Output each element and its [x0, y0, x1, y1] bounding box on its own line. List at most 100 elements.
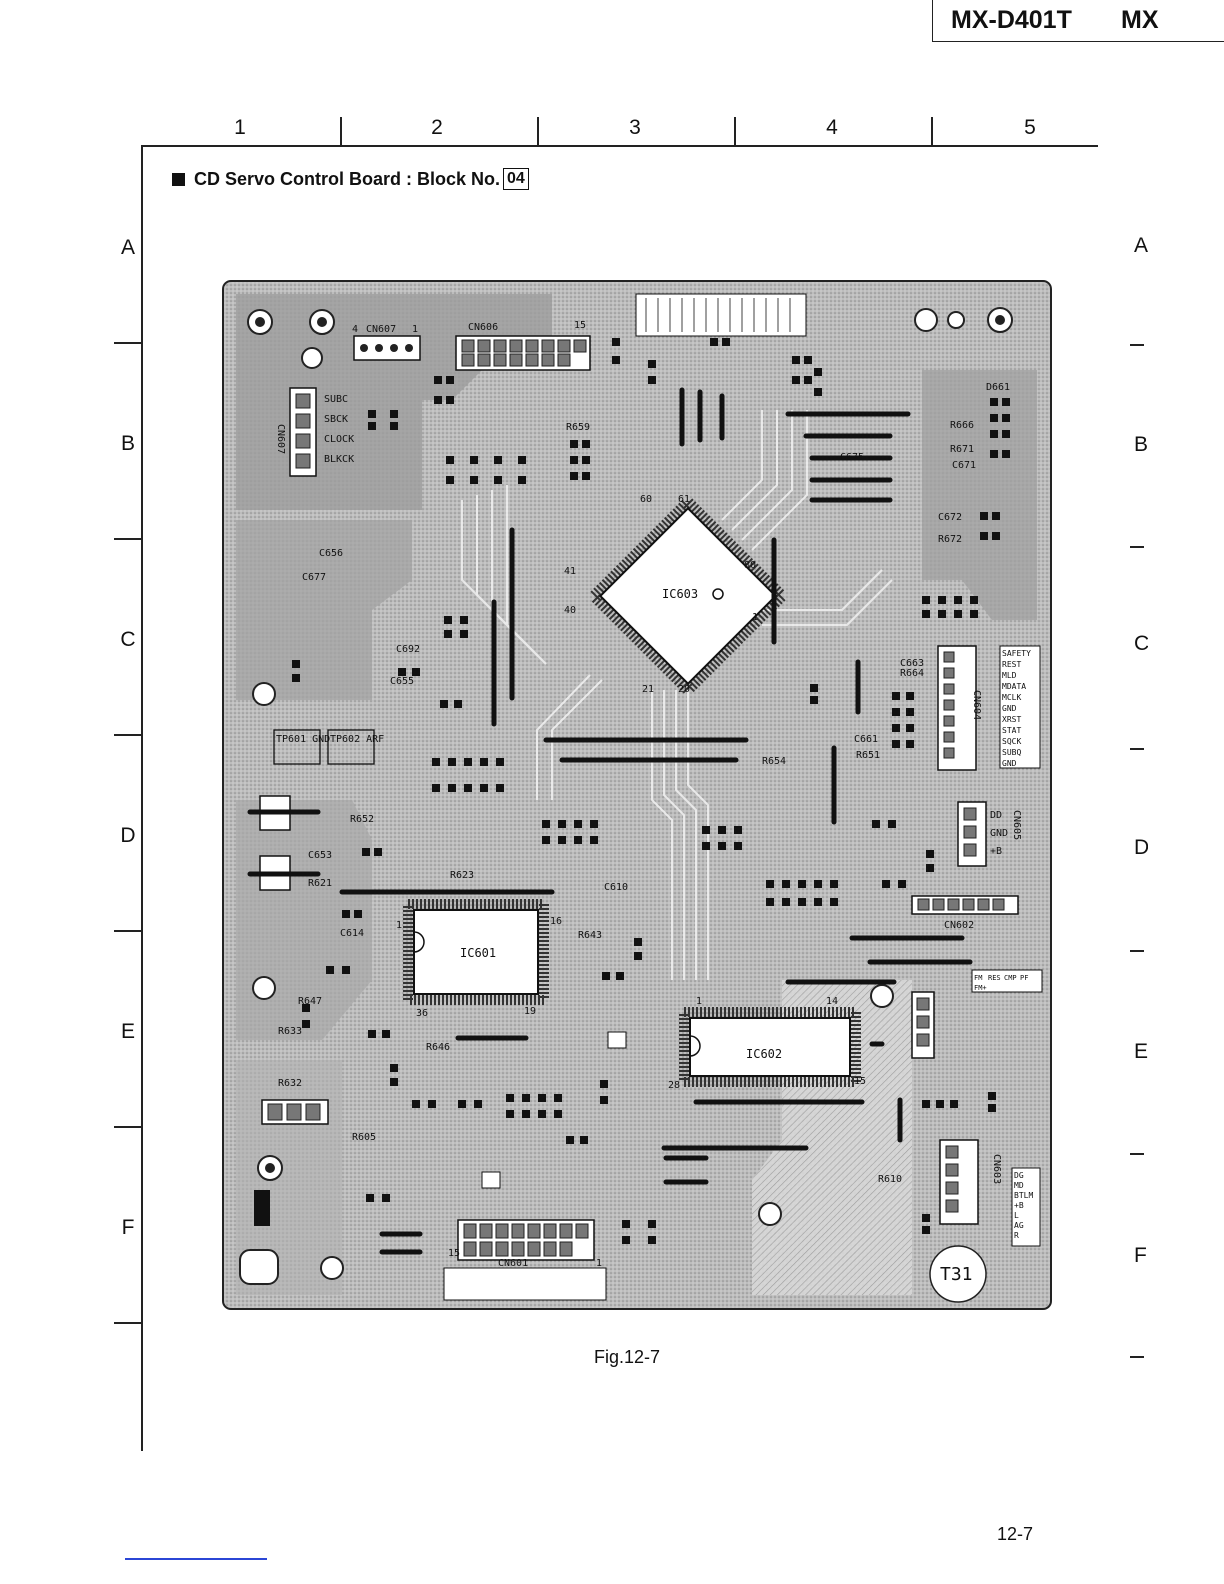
- component-block: [254, 1190, 270, 1226]
- pin-number: 15: [574, 320, 586, 331]
- grid-row-b: B: [120, 432, 135, 455]
- grid-tick: [1130, 344, 1144, 346]
- test-point-label: TP601 GND: [276, 734, 330, 745]
- component-label: R652: [350, 814, 374, 825]
- pin-number: 36: [416, 1008, 428, 1019]
- pin-label: DD: [990, 810, 1002, 821]
- grid-tick: [1130, 950, 1144, 952]
- pin-number: 16: [550, 916, 562, 927]
- pin-label: CMP: [1004, 974, 1017, 982]
- pin-number: 1: [396, 920, 402, 931]
- block-number-box: 04: [503, 168, 529, 190]
- marker-box: [481, 1171, 501, 1189]
- grid-tick: [1130, 1356, 1144, 1358]
- test-point-label: TP602 ARF: [330, 734, 384, 745]
- ic603-package: [586, 494, 790, 698]
- grid-column-4: 4: [826, 116, 838, 139]
- component-label: R633: [278, 1026, 302, 1037]
- component-label: R643: [578, 930, 602, 941]
- board-title-text: CD Servo Control Board : Block No.: [194, 168, 501, 189]
- component-label: R621: [308, 878, 332, 889]
- component-label: C671: [952, 460, 976, 471]
- pin-legend-box: [999, 645, 1041, 769]
- board-title: CD Servo Control Board : Block No. 04: [172, 168, 529, 190]
- component-label: C672: [938, 512, 962, 523]
- pin-label: REST: [1002, 660, 1021, 669]
- component-label: C655: [390, 676, 414, 687]
- pin-number: 14: [826, 996, 838, 1007]
- grid-tick: [114, 734, 142, 736]
- pin-label: SAFETY: [1002, 649, 1031, 658]
- connector-label: CN604: [971, 690, 982, 720]
- component-label: R664: [900, 668, 924, 679]
- pin-label: BTLM: [1014, 1191, 1033, 1200]
- ic601-package: [403, 899, 549, 1005]
- grid-column-1: 1: [234, 116, 246, 139]
- bullet-square-icon: [172, 172, 185, 186]
- mounting-holes: [247, 307, 1013, 1280]
- pin-number: 28: [668, 1080, 680, 1091]
- pin-number: 21: [642, 684, 654, 695]
- pin-label: FM: [974, 974, 982, 982]
- grid-row-d-right: D: [1134, 836, 1148, 859]
- pin-number: 41: [564, 566, 576, 577]
- component-label: R672: [938, 534, 962, 545]
- pin-label: FM+: [974, 984, 987, 992]
- grid-column-2: 2: [431, 116, 443, 139]
- pin-label: R: [1014, 1231, 1019, 1240]
- marker-label: T31: [940, 1264, 973, 1285]
- ic601-label: IC601: [460, 946, 496, 960]
- grid-column-3: 3: [629, 116, 641, 139]
- pin-number: 61: [678, 494, 690, 505]
- pin-label: L: [1014, 1211, 1019, 1220]
- pin-label: SQCK: [1002, 737, 1021, 746]
- pin-label: CLOCK: [324, 434, 354, 445]
- grid-tick: [114, 342, 142, 344]
- pin-label: +B: [990, 846, 1002, 857]
- figure-caption: Fig.12-7: [594, 1347, 661, 1367]
- marker-box: [635, 293, 807, 337]
- component-label: C614: [340, 928, 364, 939]
- pin-number: 1: [596, 1258, 602, 1269]
- component-label: R651: [856, 750, 880, 761]
- component-label: R605: [352, 1132, 376, 1143]
- grid-divider: [931, 117, 933, 145]
- pin-number: 15: [448, 1248, 460, 1259]
- component-label: C661: [854, 734, 878, 745]
- pin-label: MD: [1014, 1181, 1024, 1190]
- pin-number: 1: [412, 324, 418, 335]
- ic602-package: [679, 1007, 861, 1087]
- component-label: C663: [900, 658, 924, 669]
- grid-tick: [1130, 546, 1144, 548]
- pin-label: DG: [1014, 1171, 1024, 1180]
- pin-label: RES: [988, 974, 1001, 982]
- pin-number: 19: [524, 1006, 536, 1017]
- pin-label: GND: [990, 828, 1008, 839]
- model-header: MX-D401T MX: [932, 0, 1224, 42]
- component-label: R666: [950, 420, 974, 431]
- grid-divider: [734, 117, 736, 145]
- connector-label: CN607: [275, 424, 286, 454]
- grid-row-c-right: C: [1134, 632, 1148, 655]
- pin-label: +B: [1014, 1201, 1024, 1210]
- pin-label: GND: [1002, 704, 1017, 713]
- tp602-box: [327, 729, 375, 765]
- component-label: C656: [319, 548, 343, 559]
- pin-number: 1: [752, 612, 758, 623]
- connector-label: CN603: [991, 1154, 1002, 1184]
- pin-number: 20: [678, 684, 690, 695]
- pin-label: MDATA: [1002, 682, 1026, 691]
- grid-row-f-right: F: [1134, 1244, 1147, 1267]
- component-label: R654: [762, 756, 786, 767]
- cn601-connector: [457, 1219, 595, 1261]
- grid-row-a-right: A: [1134, 234, 1148, 257]
- pin-number: 4: [352, 324, 358, 335]
- connector-label: CN601: [498, 1258, 528, 1269]
- grid-tick: [1130, 748, 1144, 750]
- grid-row-b-right: B: [1134, 433, 1148, 456]
- model-number: MX-D401T: [951, 6, 1072, 34]
- component-label: R647: [298, 996, 322, 1007]
- pin-legend-box: [971, 969, 1043, 993]
- component-label: R671: [950, 444, 974, 455]
- pin-label: MCLK: [1002, 693, 1021, 702]
